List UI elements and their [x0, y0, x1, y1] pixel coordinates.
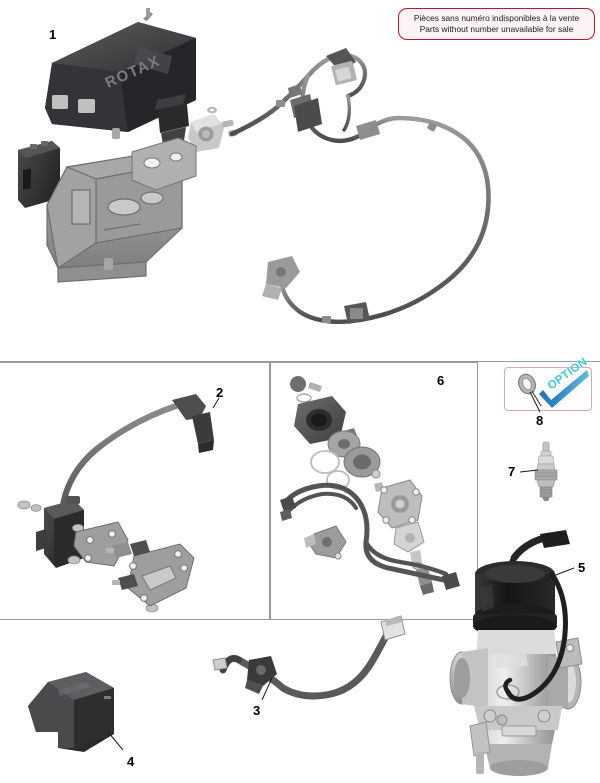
- spark-plug-art: [534, 441, 558, 501]
- harness-connectors-art: [262, 48, 380, 324]
- pump-body-art: [377, 479, 434, 595]
- ignition-coil-art: [17, 394, 214, 613]
- leader-7: [519, 469, 539, 473]
- cable-connector-block-art: [245, 656, 277, 694]
- leader-3: [261, 677, 273, 701]
- callout-2: 2: [216, 385, 224, 400]
- small-connectors-art: [106, 540, 150, 590]
- coil-bracket-a-art: [73, 521, 129, 567]
- callout-4: 4: [127, 754, 135, 769]
- note-line-french: Pièces sans numéro indisponibles à la ve…: [413, 12, 580, 23]
- callout-7: 7: [508, 464, 516, 479]
- coil-body-art: [36, 496, 84, 568]
- coil-bracket-b-art: [127, 543, 195, 607]
- panel-fuel-pump: [270, 362, 478, 620]
- callout-3: 3: [253, 703, 261, 718]
- ecu-module-art: [28, 672, 114, 752]
- note-line-english: Parts without number unavailable for sal…: [419, 24, 574, 34]
- starter-solenoid-art: [188, 114, 238, 152]
- carb-top-cap-art: [473, 561, 557, 637]
- main-assembly-art: ROTAX: [18, 8, 491, 324]
- option-washer-art: [518, 373, 542, 407]
- panel-main-assembly: [0, 0, 600, 362]
- callout-8: 8: [536, 413, 544, 428]
- cable-ties-art: [276, 100, 437, 323]
- leader-8: [529, 391, 541, 413]
- option-badge-box: OPTION: [504, 355, 592, 411]
- cable-harness-3-art: [212, 615, 406, 700]
- pump-diaphragm-art: [310, 430, 384, 492]
- engine-cover-rotax-art: ROTAX: [45, 8, 196, 132]
- leader-5: [547, 567, 575, 579]
- unavailable-parts-note: Pièces sans numéro indisponibles à la ve…: [398, 8, 595, 40]
- callout-1: 1: [49, 27, 57, 42]
- battery-art: [18, 141, 60, 208]
- battery-tray-art: [46, 152, 185, 283]
- inline-valve-art: [304, 525, 347, 560]
- carburetor-art: [449, 530, 583, 776]
- spark-plug-cap-art: [172, 394, 214, 453]
- leader-4: [107, 731, 124, 751]
- leader-2: [212, 397, 220, 409]
- mounting-bracket-art: [131, 137, 197, 191]
- callout-6: 6: [437, 373, 445, 388]
- carb-body-art: [449, 630, 583, 776]
- callout-5: 5: [578, 560, 586, 575]
- fuel-pump-art: [280, 376, 460, 595]
- fasteners-art: [17, 500, 159, 613]
- fuel-lines-art: [281, 482, 449, 583]
- panel-ignition-coil: [0, 362, 270, 620]
